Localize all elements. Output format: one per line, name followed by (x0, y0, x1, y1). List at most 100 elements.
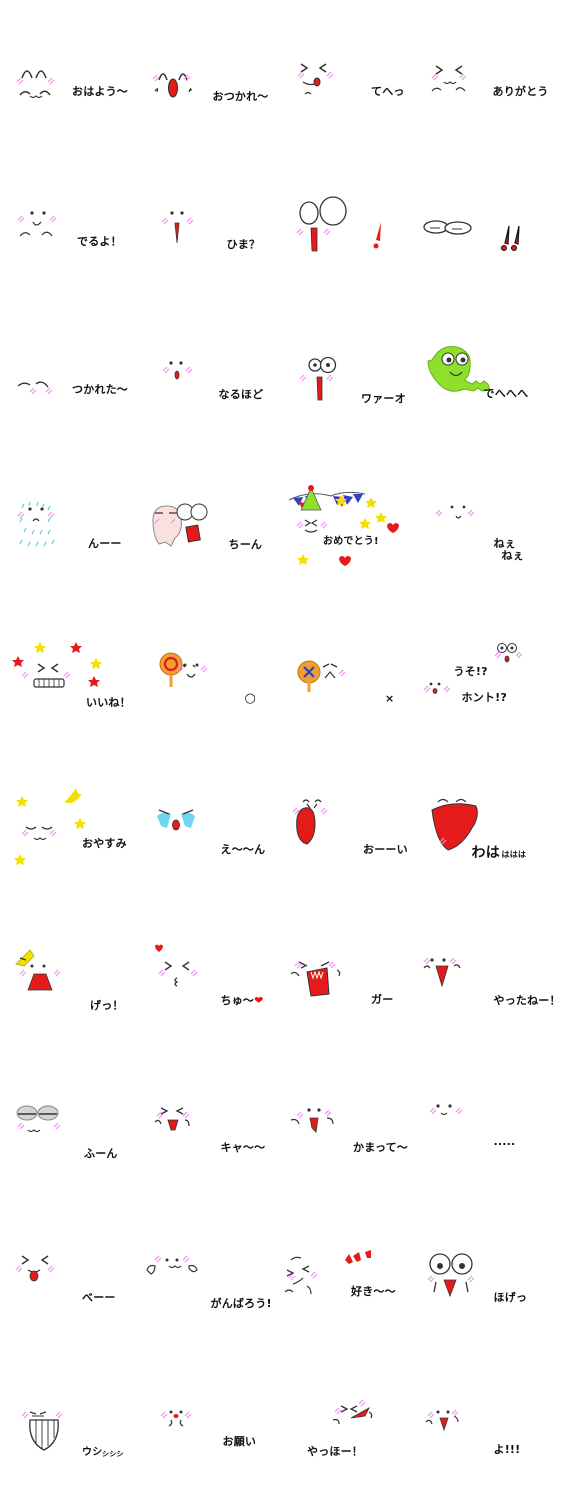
sticker-40[interactable]: よ!!! (422, 1350, 562, 1500)
sticker-caption-line2: ホント!? (461, 691, 507, 704)
face-open-mouth-icon (161, 211, 193, 244)
face-shocked-icon (15, 949, 61, 991)
sticker-17[interactable]: いいね！ (0, 600, 141, 750)
face-pleading-icon (160, 1410, 191, 1427)
face-fighting-icon (145, 1255, 198, 1275)
face-wow-icon (299, 356, 337, 401)
sticker-27[interactable]: ガー (281, 900, 422, 1050)
sticker-15[interactable]: おめでとう! (281, 450, 422, 600)
sticker-caption: ちゅ〜❤ (220, 994, 264, 1007)
sticker-caption: てへっ (371, 85, 405, 98)
face-surprised-icon (152, 73, 192, 98)
face-dumbfounded-icon (427, 1253, 474, 1298)
sticker-11[interactable]: ワァーオ (281, 300, 422, 450)
sticker-25[interactable]: げっ！ (0, 900, 141, 1050)
sticker-caption: やっほー！ (307, 1445, 363, 1458)
sticker-caption-main: ウシ (82, 1447, 103, 1458)
sticker-caption: ちーん (228, 538, 263, 551)
face-sleepy-eyes-icon (422, 220, 520, 251)
face-roaring-icon (290, 961, 341, 997)
sticker-14[interactable]: ちーん (141, 450, 282, 600)
sticker-caption: べーー (82, 1291, 116, 1304)
sticker-5[interactable]: でるよ！ (0, 150, 141, 300)
sticker-caption-line1: うそ!? (453, 665, 488, 678)
sticker-caption: おーーい (363, 843, 408, 856)
sticker-2[interactable]: おつかれ〜 (141, 0, 282, 150)
sticker-caption: え〜〜ん (220, 843, 266, 856)
face-laughing-icon (430, 798, 478, 851)
face-grin-icon (12, 642, 102, 688)
party-face-icon (288, 485, 399, 566)
sticker-1[interactable]: おはよう〜 (0, 0, 141, 150)
sticker-caption: げっ！ (90, 999, 124, 1012)
face-crying-icon (156, 809, 195, 831)
sticker-caption: でへへへ (483, 387, 529, 400)
sticker-33[interactable]: べーー (0, 1200, 141, 1350)
face-o-mouth-icon (162, 361, 192, 380)
sticker-caption: かまって〜 (353, 1141, 409, 1154)
sticker-caption: おめでとう! (323, 536, 379, 547)
sticker-28[interactable]: やったねー！ (422, 900, 562, 1050)
sticker-22[interactable]: え〜〜ん (141, 750, 282, 900)
sticker-37[interactable]: ウシ シシシ (0, 1350, 141, 1500)
heart-icon: ❤ (254, 994, 264, 1007)
face-doubt-icon (423, 643, 522, 694)
sticker-caption-small: シシシ (102, 1450, 124, 1458)
sticker-19[interactable]: × (281, 600, 422, 750)
batsu-sign-icon (297, 660, 346, 692)
sticker-16[interactable]: ねぇ ねぇ (422, 450, 562, 600)
sticker-26[interactable]: ちゅ〜❤ (141, 900, 282, 1050)
face-love-icon (284, 1250, 371, 1295)
face-shocked-eyes-icon (296, 196, 381, 252)
face-yoohoo-icon (332, 1399, 373, 1425)
ghost-icon (151, 503, 207, 547)
sticker-3[interactable]: てへっ (281, 0, 422, 150)
sticker-caption: キャ〜〜 (220, 1141, 266, 1154)
sticker-caption: ○ (244, 691, 257, 706)
sticker-9[interactable]: つかれた〜 (0, 300, 141, 450)
sticker-10[interactable]: なるほど (141, 300, 282, 450)
sticker-caption: いいね！ (86, 696, 131, 709)
sticker-7[interactable]: ！ (281, 150, 422, 300)
face-unimpressed-icon (16, 1105, 61, 1133)
sticker-30[interactable]: キャ〜〜 (141, 1050, 282, 1200)
sticker-8[interactable]: !! (422, 150, 562, 300)
sticker-38[interactable]: お願い (141, 1350, 282, 1500)
sticker-23[interactable]: おーーい (281, 750, 422, 900)
sticker-36[interactable]: ほげっ (422, 1200, 562, 1350)
sticker-caption: × (385, 692, 395, 705)
sticker-20[interactable]: うそ!? ホント!? (422, 600, 562, 750)
sticker-31[interactable]: かまって〜 (281, 1050, 422, 1200)
sticker-caption: なるほど (218, 388, 264, 401)
face-silent-icon (429, 1104, 462, 1116)
sticker-13[interactable]: んーー (0, 450, 141, 600)
sticker-35[interactable]: 好き〜〜 (281, 1200, 422, 1350)
sticker-24[interactable]: わは ははは (422, 750, 562, 900)
sticker-18[interactable]: ○ (141, 600, 282, 750)
sticker-caption: おはよう〜 (72, 85, 128, 98)
sticker-12[interactable]: でへへへ (422, 300, 562, 450)
face-sweat-icon (17, 501, 55, 547)
face-greeting-icon (425, 1409, 459, 1432)
sticker-21[interactable]: おやすみ (0, 750, 141, 900)
face-squealing-icon (154, 1107, 190, 1131)
face-cheering-icon (423, 957, 461, 988)
face-happy-icon (431, 65, 466, 92)
sticker-32[interactable]: ..... (422, 1050, 562, 1200)
sticker-caption: つかれた〜 (72, 383, 128, 396)
sticker-caption: んーー (88, 537, 122, 550)
sticker-29[interactable]: ふーん (0, 1050, 141, 1200)
sticker-caption: お願い (222, 1435, 257, 1448)
sticker-39[interactable]: やっほー！ (281, 1350, 422, 1500)
sticker-4[interactable]: ありがとう (422, 0, 562, 150)
sticker-6[interactable]: ひま？ (141, 150, 282, 300)
sticker-caption: 好き〜〜 (351, 1285, 396, 1298)
sticker-34[interactable]: がんばろう! (141, 1200, 282, 1350)
face-smile-icon (16, 70, 55, 99)
sticker-caption: ガー (371, 993, 394, 1006)
face-shouting-icon (292, 799, 328, 845)
sticker-caption: おつかれ〜 (212, 90, 269, 103)
sticker-caption: がんばろう! (210, 1297, 272, 1310)
green-blob-icon (426, 346, 491, 392)
